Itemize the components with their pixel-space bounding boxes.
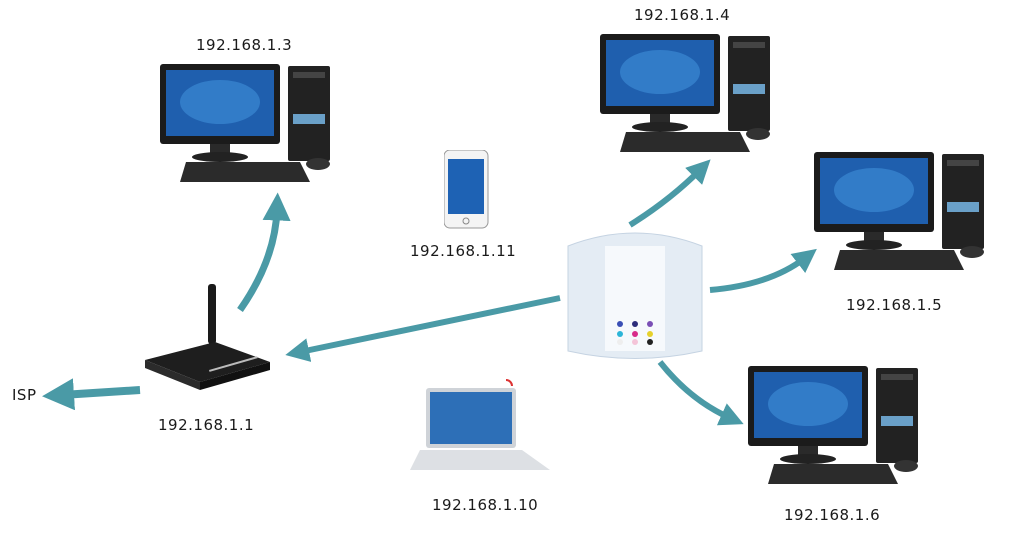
label-pc3: 192.168.1.3	[196, 36, 293, 54]
desktop-pc-6[interactable]	[748, 364, 928, 494]
desktop-computer-icon	[748, 366, 918, 484]
desktop-pc-4[interactable]	[600, 32, 780, 162]
label-router: 192.168.1.1	[158, 416, 255, 434]
arrow-router-to-isp	[42, 378, 141, 411]
label-phone: 192.168.1.11	[410, 242, 517, 260]
laptop-icon	[410, 379, 550, 470]
label-pc5: 192.168.1.5	[846, 296, 943, 314]
label-pc6: 192.168.1.6	[784, 506, 881, 524]
desktop-pc-3[interactable]	[160, 62, 340, 192]
arrow-router-to-pc3	[237, 192, 291, 313]
smartphone-icon	[444, 150, 489, 229]
smartphone[interactable]	[444, 150, 490, 230]
desktop-computer-icon	[814, 152, 984, 270]
label-pc4: 192.168.1.4	[634, 6, 731, 24]
label-laptop: 192.168.1.10	[432, 496, 539, 514]
arrow-switch-to-pc6	[657, 360, 744, 426]
laptop[interactable]	[410, 378, 560, 478]
label-isp: ISP	[12, 386, 37, 404]
desktop-pc-5[interactable]	[814, 150, 994, 280]
network-hub[interactable]	[560, 226, 710, 366]
network-hub-icon	[567, 232, 703, 359]
wifi-router-icon	[145, 284, 270, 390]
arrow-switch-to-router	[285, 295, 561, 362]
wireless-router[interactable]	[145, 282, 275, 392]
desktop-computer-icon	[160, 64, 330, 182]
arrow-switch-to-pc4	[628, 159, 711, 228]
arrow-switch-to-pc5	[709, 248, 817, 293]
desktop-computer-icon	[600, 34, 770, 152]
